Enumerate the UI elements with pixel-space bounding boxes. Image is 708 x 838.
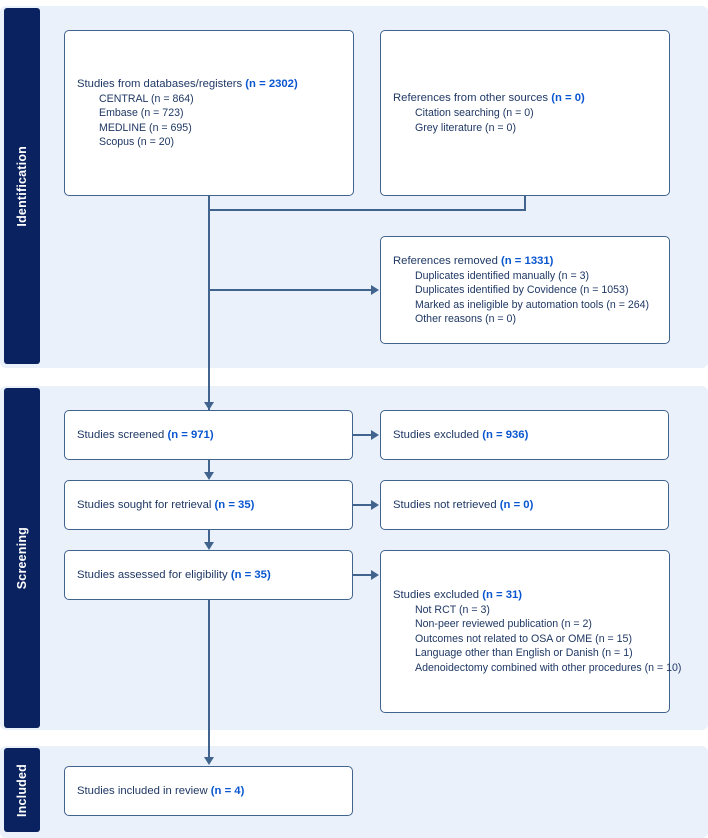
stage-bar-included: Included (4, 748, 40, 832)
node-included-count: (n = 4) (210, 785, 245, 797)
stage-bar-identification: Identification (4, 8, 40, 364)
node-notretrieved-headline: Studies not retrieved (n = 0) (393, 499, 534, 511)
node-screened-headline: Studies screened (n = 971) (77, 429, 214, 441)
arrowhead-to-eligibility (204, 542, 214, 550)
connector-to-removed (208, 289, 372, 291)
arrowhead-to-notretrieved (371, 500, 379, 510)
connector-identification-join (208, 209, 526, 211)
arrowhead-to-screened (204, 402, 214, 410)
list-item: Marked as ineligible by automation tools… (415, 298, 650, 311)
node-sought-headline: Studies sought for retrieval (n = 35) (77, 499, 255, 511)
list-item: Non-peer reviewed publication (n = 2) (415, 618, 592, 631)
node-excluded2-sublist: Not RCT (n = 3) Non-peer reviewed public… (393, 603, 682, 676)
connector-screened-to-excluded (353, 434, 372, 436)
node-studies-excluded-eligibility: Studies excluded (n = 31) Not RCT (n = 3… (380, 550, 682, 713)
arrowhead-to-sought (204, 472, 214, 480)
stage-label-screening: Screening (15, 526, 29, 590)
arrowhead-to-excluded-screened (371, 430, 379, 440)
node-screened-count: (n = 971) (167, 429, 214, 441)
stage-label-included: Included (15, 763, 29, 817)
list-item: CENTRAL (n = 864) (99, 92, 194, 105)
connector-identification-trunk (208, 209, 210, 410)
node-removed-count: (n = 1331) (501, 254, 554, 267)
list-item: Language other than English or Danish (n… (415, 647, 633, 660)
list-item: Not RCT (n = 3) (415, 603, 490, 616)
list-item: Scopus (n = 20) (99, 136, 175, 148)
list-item: Citation searching (n = 0) (415, 107, 534, 119)
node-excluded1-headline: Studies excluded (n = 936) (393, 429, 529, 441)
list-item: Other reasons (n = 0) (415, 313, 516, 325)
node-excluded2-count: (n = 31) (482, 588, 523, 601)
connector-othersources-down (524, 196, 526, 211)
node-removed-sublist: Duplicates identified manually (n = 3) D… (393, 269, 657, 327)
stage-label-identification: Identification (15, 145, 29, 227)
node-databases-count: (n = 2302) (245, 77, 298, 90)
node-studies-included-in-review: Studies included in review (n = 4) (64, 766, 353, 816)
connector-sought-to-eligibility (208, 530, 210, 542)
arrowhead-to-included (204, 757, 214, 765)
stage-bar-screening: Screening (4, 388, 40, 728)
list-item: Duplicates identified manually (n = 3) (415, 269, 590, 282)
list-item: Embase (n = 723) (99, 107, 184, 119)
node-included-headline: Studies included in review (n = 4) (77, 785, 245, 797)
node-othersources-headline: References from other sources (n = 0) (393, 92, 585, 104)
list-item: MEDLINE (n = 695) (99, 121, 192, 134)
node-studies-sought-for-retrieval: Studies sought for retrieval (n = 35) (64, 480, 353, 530)
node-othersources-sublist: Citation searching (n = 0) Grey literatu… (393, 106, 657, 135)
node-othersources-count: (n = 0) (551, 92, 585, 104)
node-removed-headline: References removed (n = 1331) (393, 254, 554, 267)
node-studies-excluded-screening: Studies excluded (n = 936) (380, 410, 669, 460)
connector-sought-to-notretrieved (353, 504, 372, 506)
arrowhead-to-excluded-eligibility (371, 570, 379, 580)
node-databases-headline: Studies from databases/registers (n = 23… (77, 77, 298, 90)
connector-eligibility-to-excluded (353, 574, 372, 576)
node-databases-sublist: CENTRAL (n = 864) Embase (n = 723) MEDLI… (77, 92, 341, 150)
node-excluded1-count: (n = 936) (482, 429, 529, 441)
connector-databases-down (208, 196, 210, 211)
node-references-other-sources: References from other sources (n = 0) Ci… (380, 30, 670, 196)
list-item: Adenoidectomy combined with other proced… (415, 661, 682, 674)
list-item: Grey literature (n = 0) (415, 121, 516, 134)
connector-eligibility-to-included (208, 600, 210, 758)
node-excluded2-headline: Studies excluded (n = 31) (393, 588, 523, 601)
node-eligibility-headline: Studies assessed for eligibility (n = 35… (77, 569, 271, 581)
list-item: Duplicates identified by Covidence (n = … (415, 284, 629, 296)
node-studies-assessed-for-eligibility: Studies assessed for eligibility (n = 35… (64, 550, 353, 600)
connector-screened-to-sought (208, 460, 210, 472)
node-notretrieved-count: (n = 0) (499, 499, 534, 511)
node-references-removed: References removed (n = 1331) Duplicates… (380, 236, 670, 344)
node-studies-from-databases: Studies from databases/registers (n = 23… (64, 30, 354, 196)
node-studies-not-retrieved: Studies not retrieved (n = 0) (380, 480, 669, 530)
node-sought-count: (n = 35) (214, 499, 255, 511)
arrowhead-to-removed (371, 285, 379, 295)
node-studies-screened: Studies screened (n = 971) (64, 410, 353, 460)
list-item: Outcomes not related to OSA or OME (n = … (415, 632, 632, 645)
node-eligibility-count: (n = 35) (230, 569, 271, 581)
